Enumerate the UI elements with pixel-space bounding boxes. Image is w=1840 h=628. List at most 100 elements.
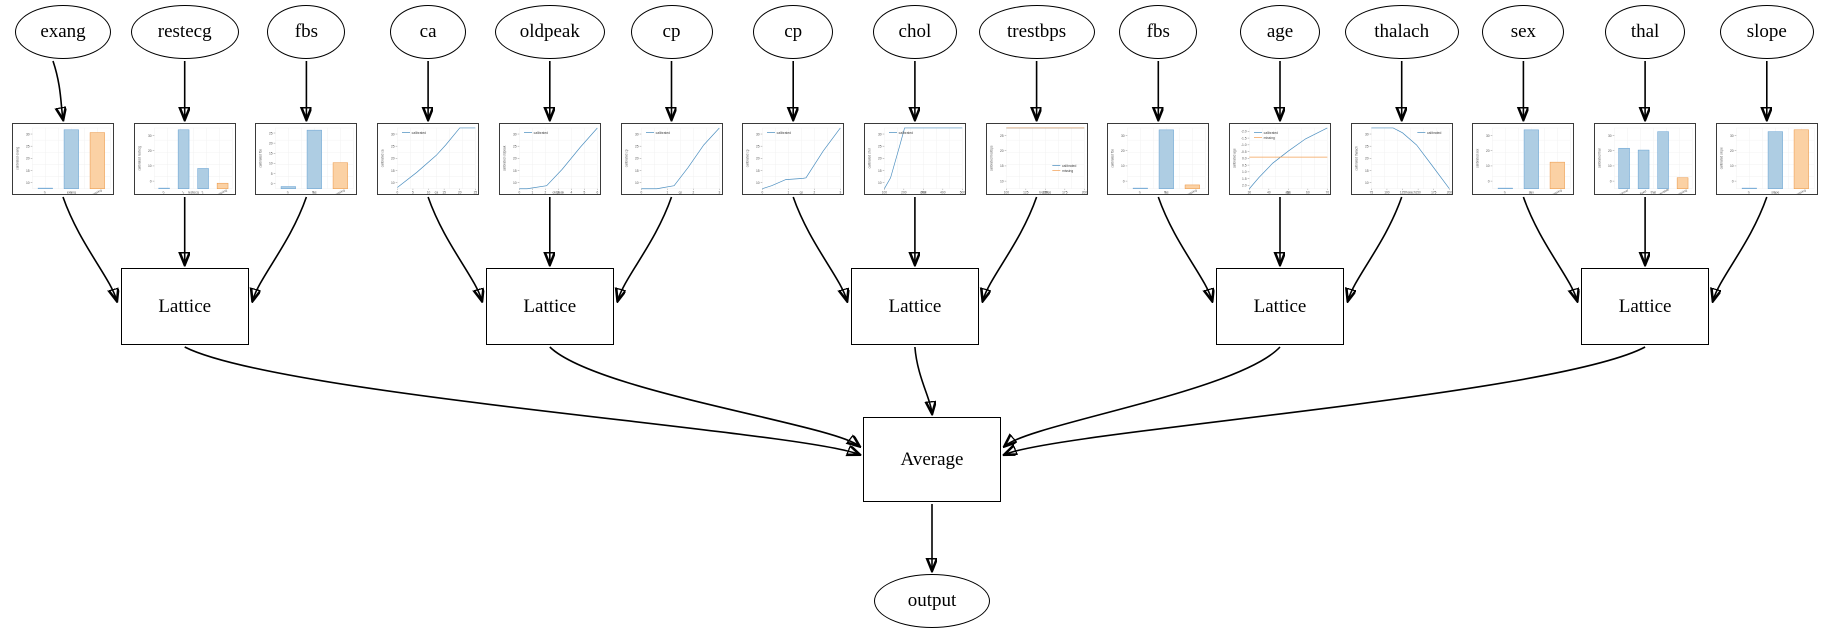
svg-text:1: 1	[666, 190, 668, 194]
svg-text:10: 10	[1730, 164, 1734, 168]
feature-node-label: exang	[40, 21, 86, 42]
svg-text:calibrated: calibrated	[412, 131, 427, 135]
feature-node-fbs_a[interactable]: fbs	[267, 5, 346, 59]
feature-node-cp_a[interactable]: cp	[630, 5, 713, 59]
svg-text:trestbps: trestbps	[1039, 190, 1051, 194]
average-node-label: Average	[900, 448, 964, 470]
svg-text:missing: missing	[216, 188, 228, 194]
lattice-node-3[interactable]: Lattice	[1216, 268, 1344, 345]
svg-text:10: 10	[1121, 164, 1125, 168]
svg-text:100: 100	[1003, 190, 1009, 194]
feature-node-label: age	[1266, 21, 1294, 42]
svg-text:3: 3	[557, 190, 559, 194]
svg-text:missing: missing	[1795, 188, 1807, 194]
feature-node-fbs_b[interactable]: fbs	[1119, 5, 1198, 59]
feature-node-chol[interactable]: chol	[872, 5, 957, 59]
svg-text:0: 0	[1123, 179, 1125, 183]
svg-text:chol: chol	[920, 190, 926, 194]
svg-text:missing: missing	[1264, 136, 1275, 140]
feature-node-exang[interactable]: exang	[15, 5, 111, 59]
svg-text:125: 125	[1400, 190, 1406, 194]
svg-text:10: 10	[26, 181, 30, 185]
feature-node-thalach[interactable]: thalach	[1344, 5, 1459, 59]
svg-text:20: 20	[1730, 149, 1734, 153]
svg-text:20: 20	[269, 141, 273, 145]
svg-text:400: 400	[940, 190, 946, 194]
svg-text:150: 150	[1415, 190, 1421, 194]
svg-text:0: 0	[162, 190, 166, 194]
feature-node-thal[interactable]: thal	[1605, 5, 1686, 59]
feature-node-oldpeak[interactable]: oldpeak	[494, 5, 605, 59]
svg-text:0: 0	[271, 182, 273, 186]
svg-text:-1.0: -1.0	[1241, 143, 1247, 147]
svg-text:fbs: fbs	[1164, 190, 1169, 194]
feature-node-age[interactable]: age	[1240, 5, 1320, 59]
lattice-node-4[interactable]: Lattice	[1581, 268, 1710, 345]
svg-text:100: 100	[1384, 190, 1390, 194]
average-node[interactable]: Average	[863, 417, 1001, 502]
svg-text:30: 30	[756, 132, 760, 136]
lattice-node-1[interactable]: Lattice	[485, 268, 614, 345]
svg-text:15: 15	[26, 169, 30, 173]
lattice-node-2[interactable]: Lattice	[850, 268, 979, 345]
svg-text:30: 30	[634, 132, 638, 136]
svg-text:0: 0	[1488, 179, 1490, 183]
svg-text:10: 10	[1608, 164, 1612, 168]
svg-text:cp: cp	[800, 190, 804, 194]
feature-node-restecg[interactable]: restecg	[130, 5, 239, 59]
svg-text:missing: missing	[91, 188, 103, 194]
svg-text:0: 0	[43, 190, 47, 194]
lattice-node-0[interactable]: Lattice	[120, 268, 249, 345]
feature-node-cp_b[interactable]: cp	[753, 5, 834, 59]
svg-text:3: 3	[840, 190, 842, 194]
svg-text:reversible: reversible	[1656, 187, 1670, 194]
svg-text:calibrated sex: calibrated sex	[1476, 148, 1480, 168]
svg-text:0: 0	[150, 179, 152, 183]
svg-text:20: 20	[1608, 149, 1612, 153]
svg-text:-0.5: -0.5	[1241, 150, 1247, 154]
feature-node-trestbps[interactable]: trestbps	[978, 5, 1095, 59]
feature-node-label: oldpeak	[519, 21, 580, 42]
feature-node-sex[interactable]: sex	[1482, 5, 1565, 59]
svg-text:50: 50	[1287, 190, 1291, 194]
svg-text:60: 60	[1306, 190, 1310, 194]
output-node[interactable]: output	[874, 574, 990, 628]
svg-text:calibrated restecg: calibrated restecg	[137, 146, 141, 171]
svg-text:100: 100	[882, 190, 888, 194]
lattice-node-label: Lattice	[1618, 295, 1672, 317]
svg-text:calibrated cp: calibrated cp	[746, 149, 750, 167]
feature-node-ca[interactable]: ca	[390, 5, 467, 59]
svg-text:calibrated age: calibrated age	[1232, 148, 1236, 168]
svg-text:15: 15	[269, 152, 273, 156]
svg-text:10: 10	[427, 190, 431, 194]
svg-text:1: 1	[69, 190, 73, 194]
svg-text:0: 0	[1610, 179, 1612, 183]
svg-text:5: 5	[583, 190, 585, 194]
svg-text:15: 15	[442, 190, 446, 194]
svg-text:fixed: fixed	[1639, 189, 1647, 194]
svg-text:30: 30	[391, 132, 395, 136]
svg-text:calibrated: calibrated	[655, 131, 670, 135]
svg-text:200: 200	[1446, 190, 1451, 194]
svg-text:missing: missing	[1062, 169, 1073, 173]
svg-text:normal: normal	[1618, 188, 1629, 194]
svg-text:20: 20	[458, 190, 462, 194]
feature-node-label: sex	[1510, 21, 1537, 42]
svg-text:25: 25	[269, 131, 273, 135]
svg-text:0: 0	[518, 190, 520, 194]
svg-text:10: 10	[1486, 164, 1490, 168]
svg-text:15: 15	[1365, 169, 1369, 173]
svg-text:0: 0	[762, 190, 764, 194]
svg-text:calibrated cp: calibrated cp	[624, 149, 628, 167]
svg-text:70: 70	[1326, 190, 1330, 194]
svg-text:-2.0: -2.0	[1241, 130, 1247, 134]
svg-text:1: 1	[1164, 190, 1168, 194]
lattice-node-label: Lattice	[888, 295, 942, 317]
feature-node-slope[interactable]: slope	[1719, 5, 1814, 59]
svg-text:15: 15	[391, 169, 395, 173]
feature-node-label: slope	[1746, 21, 1787, 42]
svg-text:0: 0	[1504, 190, 1508, 194]
